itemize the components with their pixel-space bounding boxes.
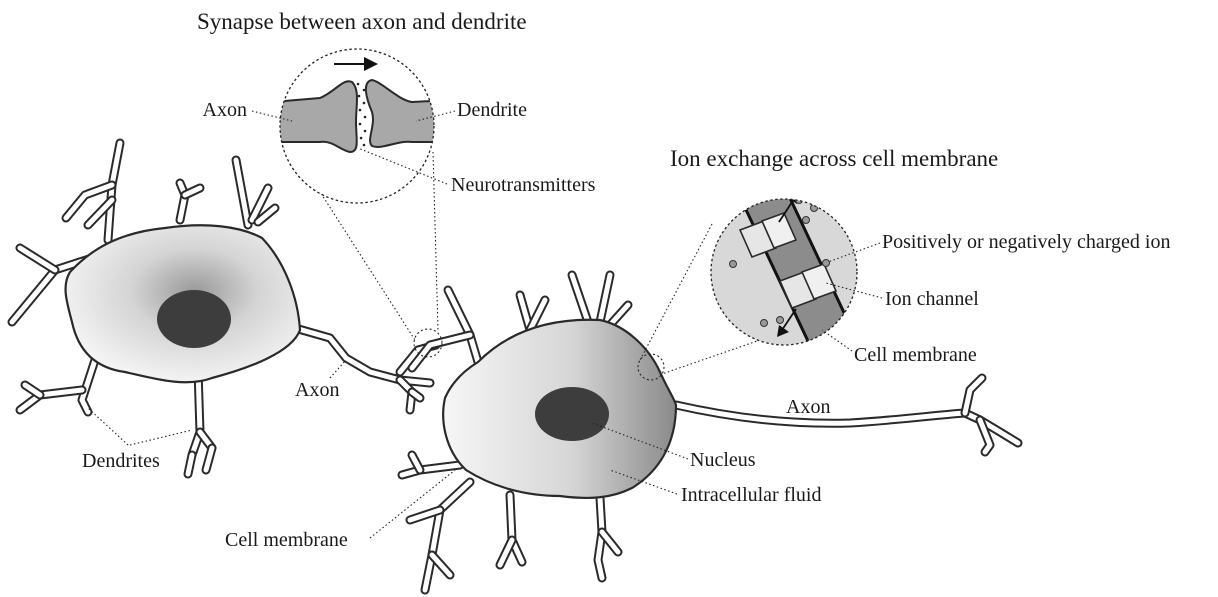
left-neuron-nucleus: [157, 290, 231, 348]
leader-dendrites-right: [130, 430, 192, 445]
ion-channel-label: Ion channel: [885, 288, 979, 310]
ion-exchange-title: Ion exchange across cell membrane: [670, 146, 998, 171]
ion-zoom-line-upper: [640, 224, 712, 360]
synapse-axon-label: Axon: [203, 99, 247, 121]
synapse-dendrite-label: Dendrite: [457, 99, 527, 121]
leader-dendrites-left: [88, 408, 128, 445]
synapse-zoom-line-right: [433, 152, 438, 330]
synapse-inset: [260, 49, 450, 203]
right-neuron-nucleus: [535, 387, 609, 441]
nucleus-label: Nucleus: [690, 449, 756, 471]
right-axon-label: Axon: [786, 396, 830, 418]
dendrites-label: Dendrites: [82, 450, 160, 472]
left-axon-label: Axon: [295, 379, 339, 401]
right-neuron-axon: [676, 378, 1018, 452]
neurotransmitters-label: Neurotransmitters: [451, 174, 596, 196]
ion-zoom-line-lower: [662, 340, 760, 374]
leader-left-axon: [330, 360, 346, 378]
leader-inset-cell-membrane: [822, 330, 852, 351]
right-neuron: [402, 275, 1018, 590]
synapse-title: Synapse between axon and dendrite: [197, 9, 527, 34]
intracellular-fluid-label: Intracellular fluid: [681, 484, 822, 506]
inset-cell-membrane-label: Cell membrane: [854, 344, 977, 366]
charged-ion-label: Positively or negatively charged ion: [882, 231, 1170, 253]
ion-exchange-inset: [711, 160, 872, 392]
cell-membrane-label: Cell membrane: [225, 529, 348, 551]
